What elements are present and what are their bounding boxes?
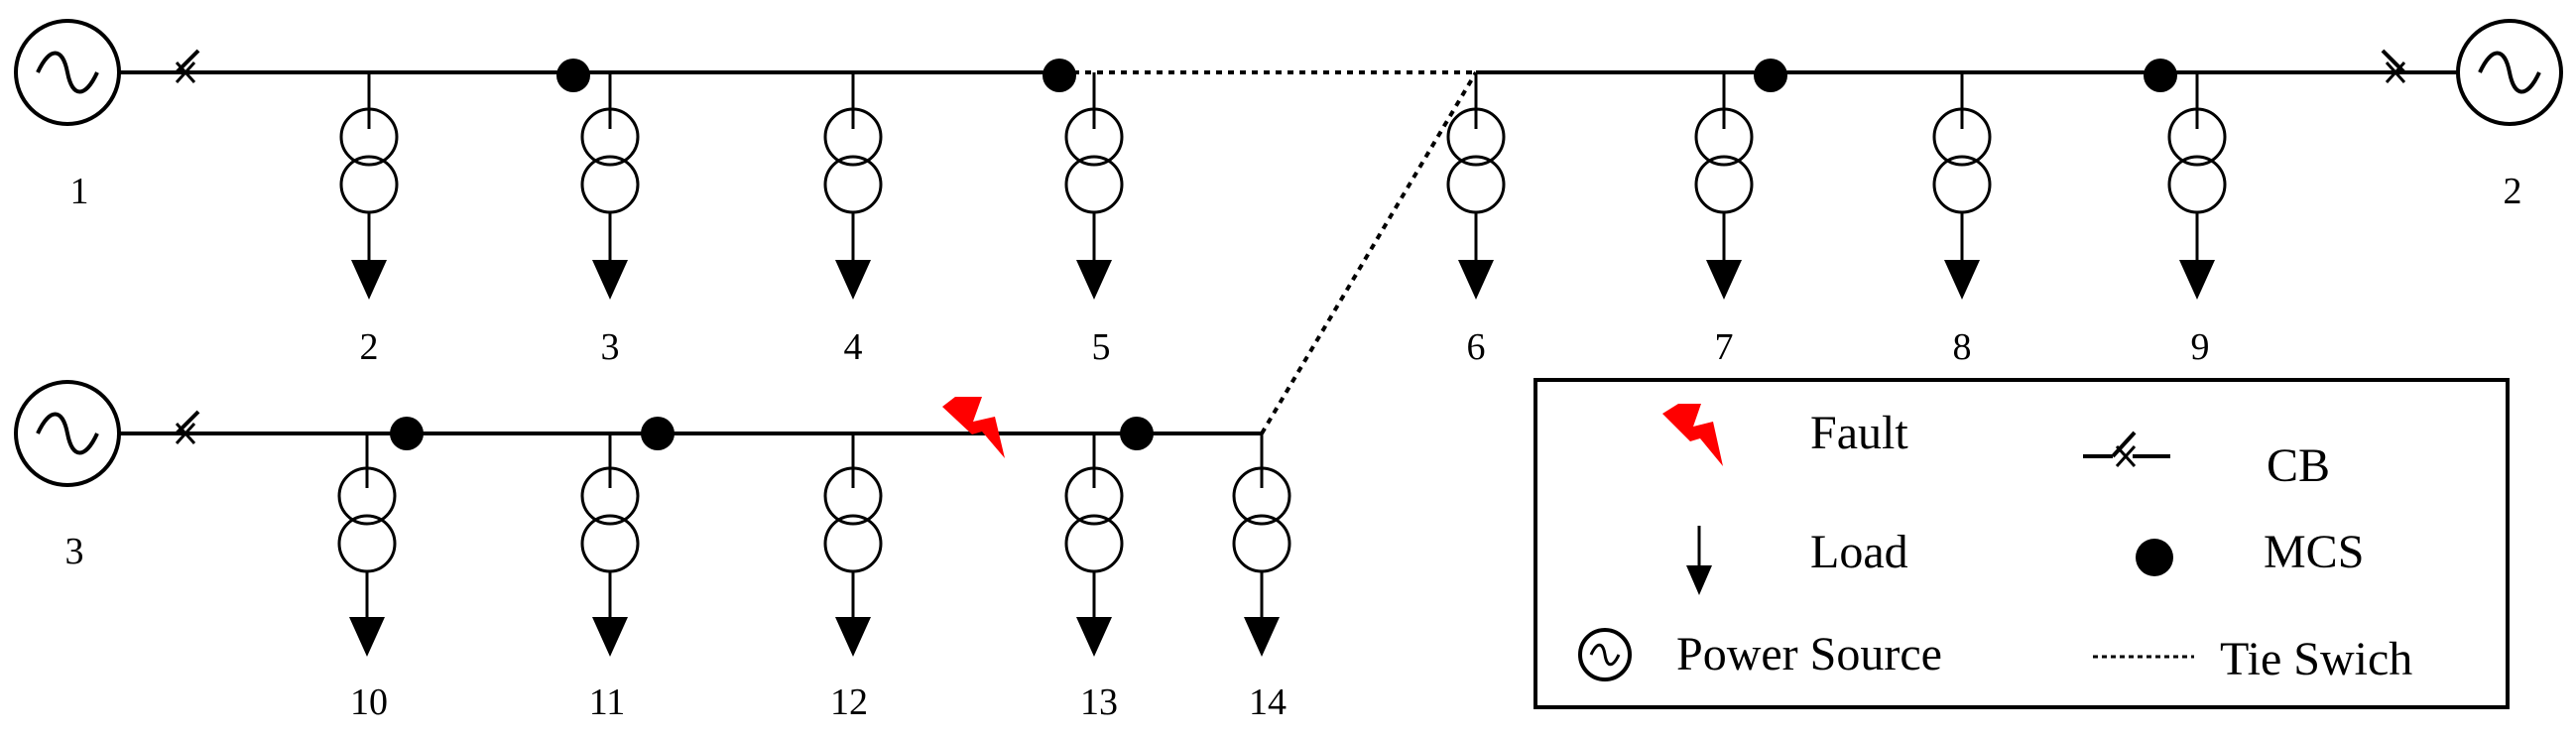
load-label: 6 [1467, 326, 1486, 368]
lower-feeder [169, 70, 1478, 435]
cb-icon[interactable] [2381, 49, 2436, 84]
load-branch-9: 9 [2167, 72, 2227, 368]
legend-load-label: Load [1810, 526, 1908, 578]
power-source-2: 2 [2456, 19, 2563, 212]
mcs-switch-icon[interactable] [641, 417, 675, 450]
legend-fault-label: Fault [1810, 407, 1908, 459]
load-arrow-icon [1076, 617, 1112, 657]
load-label: 3 [601, 326, 620, 368]
mcs-switch-icon[interactable] [556, 59, 590, 92]
cb-icon[interactable] [145, 410, 200, 445]
load-arrow-icon [835, 617, 871, 657]
load-branch-11: 11 [580, 433, 640, 723]
mcs-switch-icon[interactable] [390, 417, 424, 450]
load-arrow-icon [1076, 260, 1112, 300]
load-arrow-icon [2179, 260, 2215, 300]
load-label: 8 [1953, 326, 1972, 368]
source-label: 2 [2504, 171, 2522, 212]
tie-switch-diagonal-line[interactable] [1260, 70, 1478, 435]
load-branch-10: 10 [337, 433, 397, 723]
power-source-1: 1 [14, 19, 121, 212]
power-source-icon [2456, 19, 2563, 126]
load-arrow-icon [349, 617, 385, 657]
load-arrow-icon [1458, 260, 1494, 300]
load-branch-12: 12 [823, 433, 883, 723]
mcs-switch-icon [2136, 539, 2173, 576]
load-label: 13 [1080, 681, 1118, 723]
legend: Fault CB Load MCS Power Source Tie Swich [1533, 378, 2510, 709]
load-label: 14 [1249, 681, 1287, 723]
load-arrow-icon [592, 260, 628, 300]
legend-tie-switch-label: Tie Swich [2220, 633, 2412, 685]
load-branch-3: 3 [580, 72, 640, 368]
load-branch-2: 2 [339, 72, 399, 368]
load-branch-5: 5 [1064, 72, 1124, 368]
cb-icon[interactable] [145, 49, 200, 84]
power-source-3: 3 [14, 380, 121, 572]
load-arrow-icon [592, 617, 628, 657]
load-branch-7: 7 [1694, 72, 1754, 368]
fault-icon [1662, 404, 1723, 466]
load-arrow-head [1686, 565, 1712, 595]
load-label: 10 [350, 681, 388, 723]
load-label: 12 [830, 681, 868, 723]
load-arrow-icon [1244, 617, 1280, 657]
cb-icon [2083, 431, 2170, 468]
source-label: 3 [65, 531, 84, 572]
load-branch-14: 14 [1232, 433, 1291, 723]
load-arrow-icon [351, 260, 387, 300]
load-label: 9 [2191, 326, 2210, 368]
mcs-switch-icon[interactable] [1754, 59, 1787, 92]
load-branch-8: 8 [1932, 72, 1992, 368]
load-label: 2 [360, 326, 379, 368]
fault-icon [942, 397, 1005, 458]
load-label: 4 [844, 326, 863, 368]
legend-power-source-label: Power Source [1676, 628, 1942, 680]
load-arrow-icon [1944, 260, 1980, 300]
power-source-icon [1578, 628, 1632, 681]
legend-cb-label: CB [2267, 439, 2330, 492]
load-label: 11 [589, 681, 626, 723]
load-branch-6: 6 [1446, 72, 1506, 368]
legend-mcs-label: MCS [2264, 526, 2364, 578]
load-label: 7 [1715, 326, 1734, 368]
load-branch-13: 13 [1064, 433, 1124, 723]
load-arrow-icon [835, 260, 871, 300]
source-label: 1 [70, 171, 89, 212]
power-source-icon [14, 19, 121, 126]
mcs-switch-icon[interactable] [2144, 59, 2177, 92]
mcs-switch-icon[interactable] [1043, 59, 1076, 92]
load-label: 5 [1092, 326, 1111, 368]
mcs-switch-icon[interactable] [1120, 417, 1154, 450]
load-arrow-icon [1706, 260, 1742, 300]
load-branch-4: 4 [823, 72, 883, 368]
power-source-icon [14, 380, 121, 487]
